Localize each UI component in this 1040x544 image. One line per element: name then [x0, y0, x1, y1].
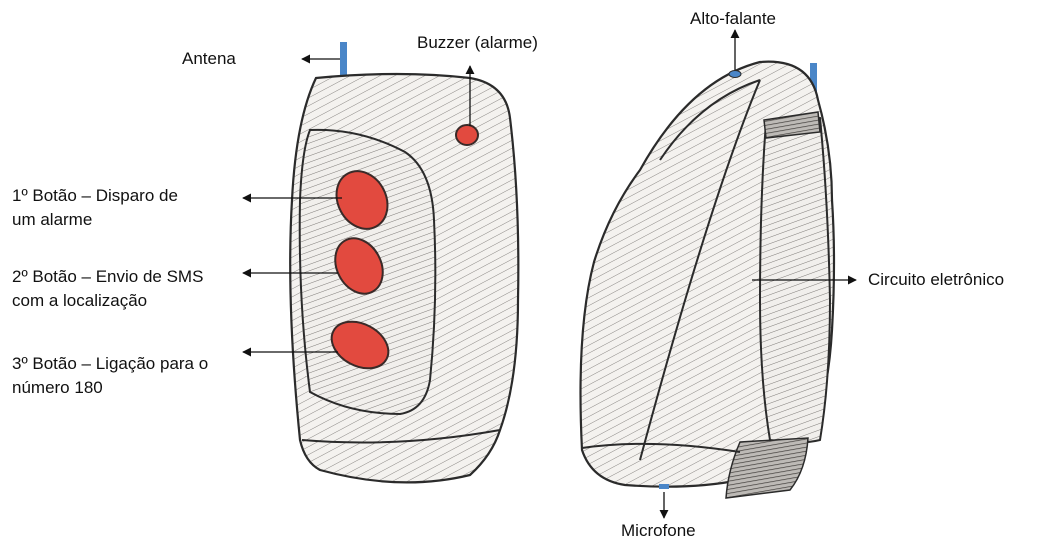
label-microfone: Microfone	[621, 518, 696, 544]
buzzer	[456, 125, 478, 145]
label-button-1-line-2: um alarme	[12, 207, 92, 233]
front-device	[290, 42, 518, 482]
label-antena: Antena	[182, 46, 236, 72]
antenna	[340, 42, 347, 75]
label-circuito: Circuito eletrônico	[868, 267, 1004, 293]
circuit-bottom-block	[726, 438, 808, 498]
label-button-3-line-2: número 180	[12, 375, 103, 401]
label-button-3-line-1: 3º Botão – Ligação para o	[12, 351, 208, 377]
label-button-2-line-2: com a localização	[12, 288, 147, 314]
label-button-2-line-1: 2º Botão – Envio de SMS	[12, 264, 203, 290]
label-buzzer: Buzzer (alarme)	[417, 30, 538, 56]
microphone	[659, 484, 669, 489]
label-button-1-line-1: 1º Botão – Disparo de	[12, 183, 178, 209]
speaker	[729, 71, 741, 78]
label-alto-falante: Alto-falante	[690, 6, 776, 32]
